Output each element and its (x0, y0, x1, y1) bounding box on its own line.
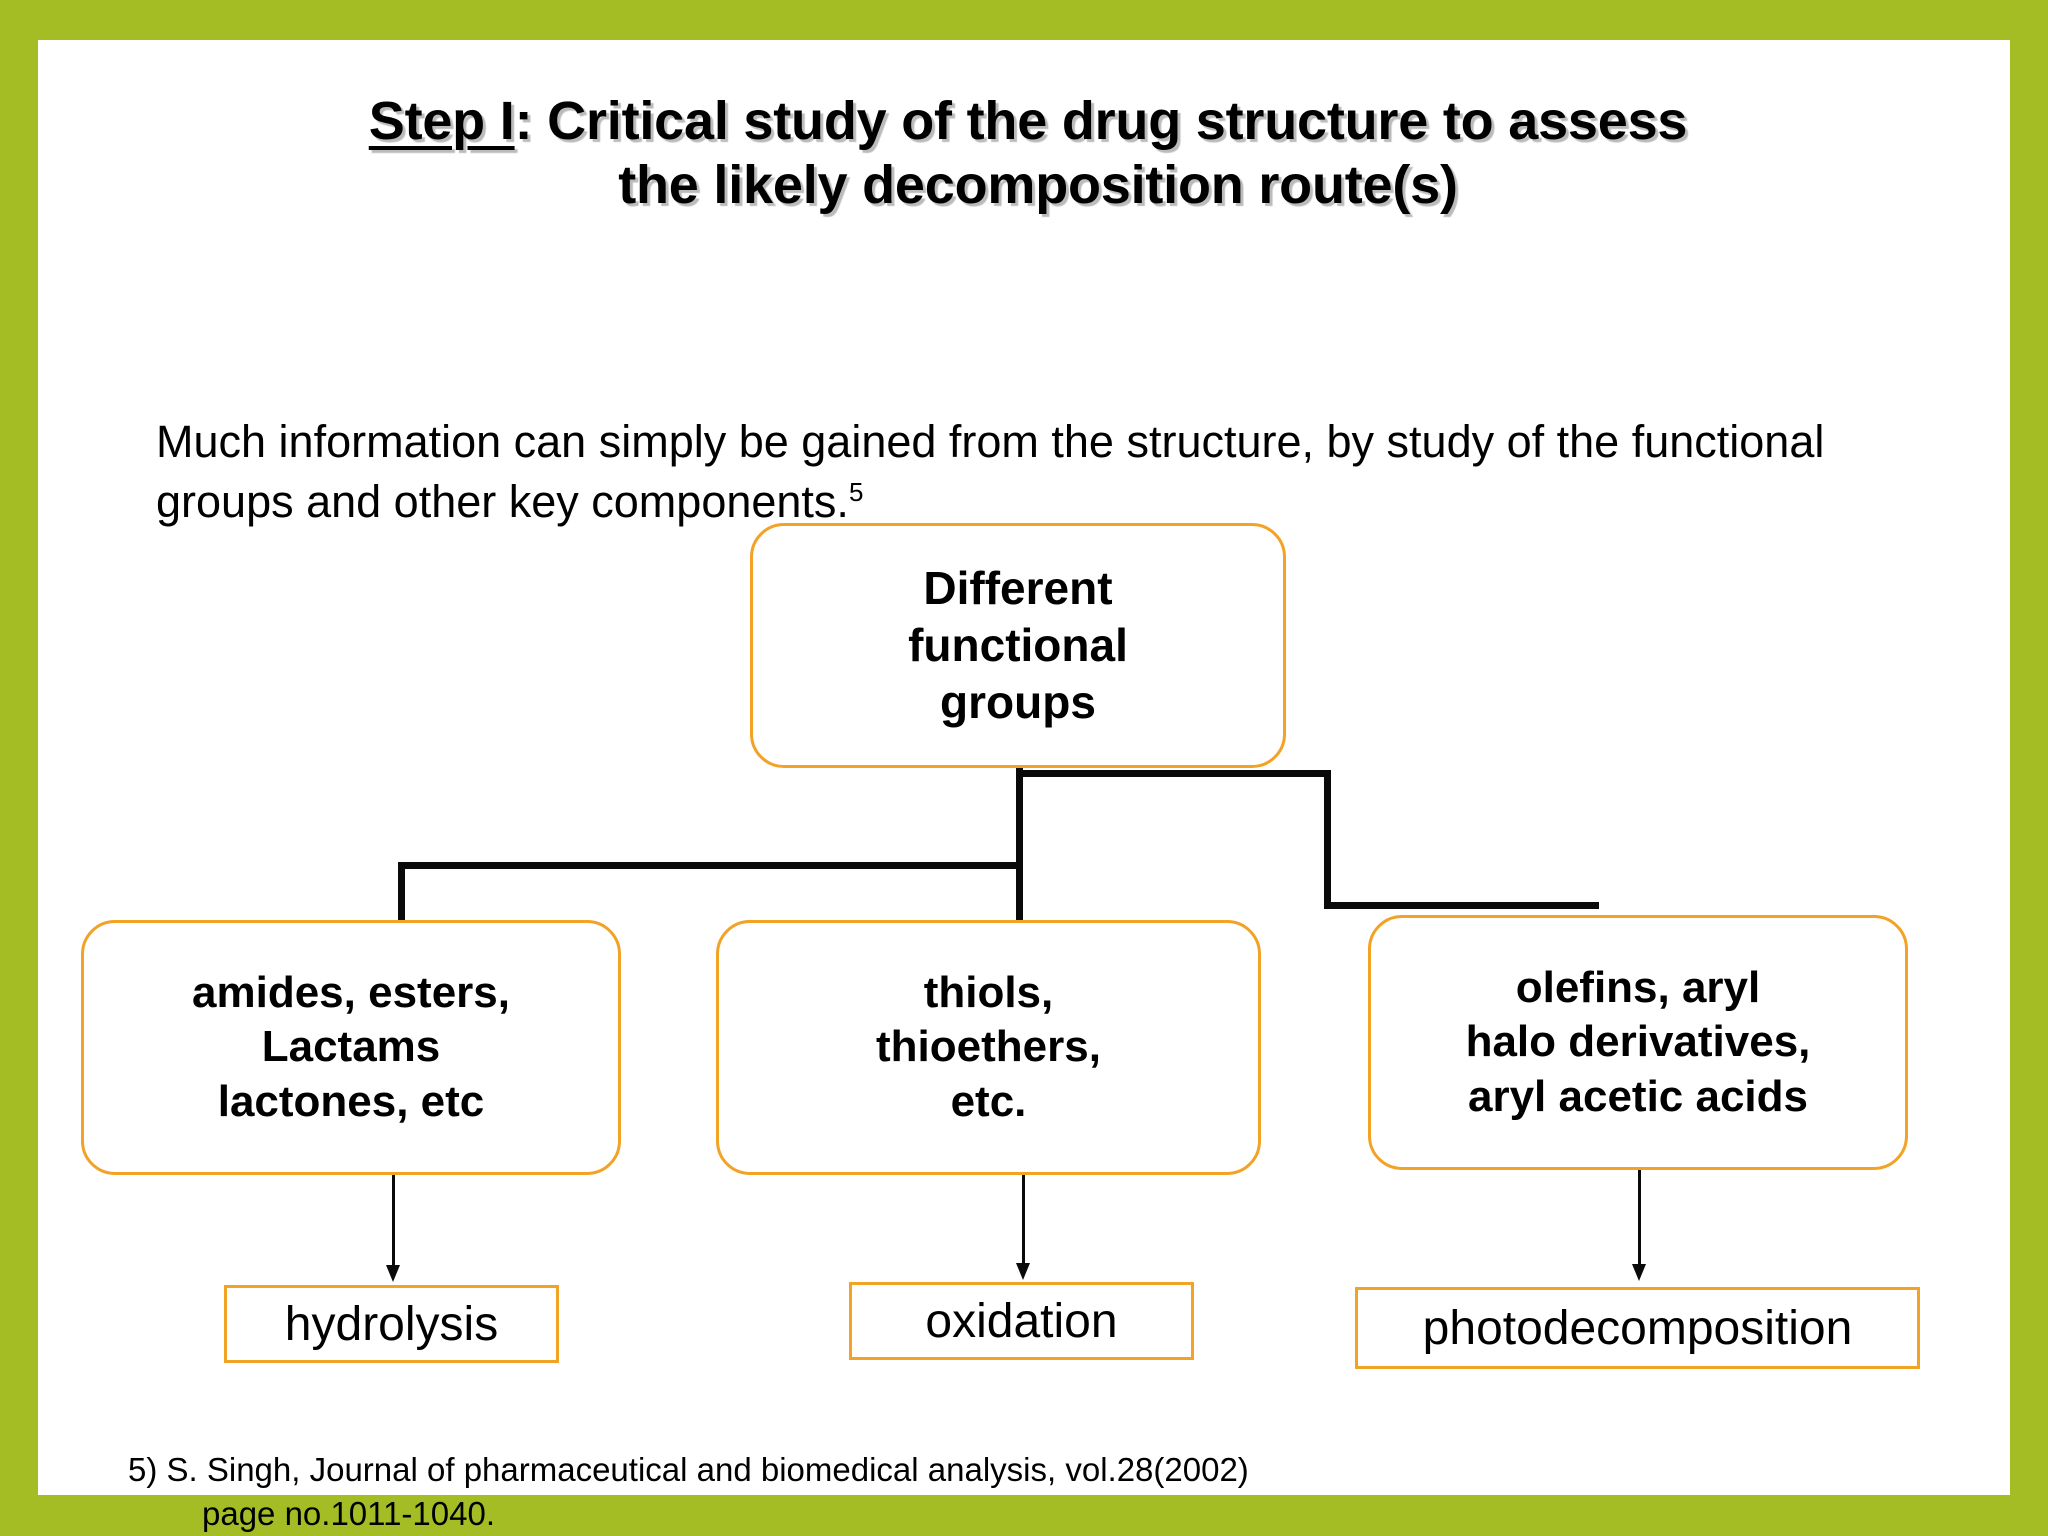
arrow-head-icon (386, 1265, 400, 1282)
title-line-1: Step I: Critical study of the drug struc… (108, 90, 1938, 154)
node-group-2-line-2: thioethers, (876, 1022, 1101, 1072)
node-result-oxidation[interactable]: oxidation (849, 1282, 1194, 1360)
connector-left-horizontal (398, 862, 1023, 869)
intro-footnote-marker: 5 (848, 476, 864, 507)
intro-text: Much information can simply be gained fr… (156, 416, 1825, 527)
node-different-functional-groups[interactable]: Different functional groups (750, 523, 1286, 768)
arrow-head-icon (1016, 1263, 1030, 1280)
slide-canvas: Step I: Critical study of the drug struc… (38, 40, 2010, 1532)
connector-right-horizontal-top (1016, 770, 1331, 777)
node-group-1-label: amides, esters, Lactams lactones, etc (192, 966, 510, 1130)
node-group-2-label: thiols, thioethers, etc. (876, 966, 1101, 1130)
arrow-head-icon (1632, 1264, 1646, 1281)
title-step-label: Step I (368, 91, 515, 151)
node-group-3-label: olefins, aryl halo derivatives, aryl ace… (1466, 961, 1811, 1125)
node-root-line-3: groups (940, 676, 1096, 729)
footnote-citation: 5) S. Singh, Journal of pharmaceutical a… (128, 1448, 1249, 1536)
title-line-2: the likely decomposition route(s) (618, 154, 1458, 215)
connector-right-vertical (1324, 770, 1331, 908)
node-result-2-label: oxidation (925, 1294, 1118, 1348)
node-group-3-line-3: aryl acetic acids (1467, 1071, 1808, 1121)
node-root-label: Different functional groups (908, 560, 1128, 731)
node-group-1-line-1: amides, esters, (192, 967, 510, 1017)
connector-right-horizontal-bottom (1324, 902, 1599, 909)
node-group-1-line-3: lactones, etc (217, 1076, 485, 1126)
page-title: Step I: Critical study of the drug struc… (108, 90, 1938, 217)
node-result-3-label: photodecomposition (1422, 1301, 1853, 1355)
node-root-line-2: functional (908, 618, 1128, 671)
node-group-2-line-1: thiols, (923, 967, 1054, 1017)
connector-left-vertical (398, 862, 405, 920)
node-group-amides-esters-lactams[interactable]: amides, esters, Lactams lactones, etc (81, 920, 621, 1175)
node-group-1-line-2: Lactams (261, 1022, 441, 1072)
footnote-line-1: 5) S. Singh, Journal of pharmaceutical a… (128, 1451, 1249, 1488)
node-root-line-1: Different (923, 561, 1113, 614)
connector-stem-center (1016, 768, 1023, 920)
node-group-olefins-aryl-halo[interactable]: olefins, aryl halo derivatives, aryl ace… (1368, 915, 1908, 1170)
node-result-1-label: hydrolysis (284, 1297, 499, 1351)
node-group-2-line-3: etc. (950, 1076, 1027, 1126)
node-result-hydrolysis[interactable]: hydrolysis (224, 1285, 559, 1363)
node-result-photodecomposition[interactable]: photodecomposition (1355, 1287, 1920, 1369)
arrow-shaft (1638, 1170, 1641, 1266)
arrow-shaft (1022, 1175, 1025, 1265)
node-group-thiols-thioethers[interactable]: thiols, thioethers, etc. (716, 920, 1261, 1175)
node-group-3-line-2: halo derivatives, (1465, 1017, 1811, 1067)
footnote-line-2: page no.1011-1040. (202, 1495, 495, 1533)
intro-paragraph: Much information can simply be gained fr… (156, 412, 1956, 532)
arrow-shaft (392, 1175, 395, 1267)
title-line-1-rest: : Critical study of the drug structure t… (514, 91, 1688, 151)
flow-chart: Different functional groups amides, este… (38, 40, 2010, 1495)
node-group-3-line-1: olefins, aryl (1515, 962, 1761, 1012)
